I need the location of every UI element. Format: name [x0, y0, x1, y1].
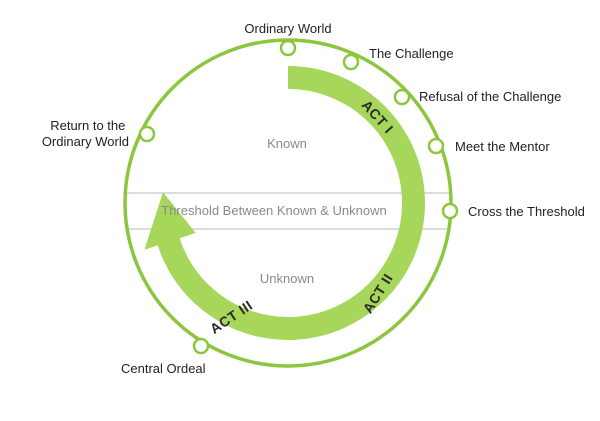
node-ordinary-world — [279, 39, 297, 57]
node-the-challenge — [342, 53, 360, 71]
known-label: Known — [267, 136, 307, 151]
stage-label-refusal-of-the-challenge: Refusal of the Challenge — [419, 89, 561, 104]
stage-label-cross-the-threshold: Cross the Threshold — [468, 204, 585, 219]
unknown-label: Unknown — [260, 271, 314, 286]
stage-label-meet-the-mentor: Meet the Mentor — [455, 139, 550, 154]
node-return-to-the-ordinary-world — [138, 125, 156, 143]
node-central-ordeal — [192, 337, 210, 355]
node-refusal-of-the-challenge — [393, 88, 411, 106]
stage-label-return-line-1: Return to the — [50, 118, 125, 133]
stage-label-the-challenge: The Challenge — [369, 46, 454, 61]
stage-label-ordinary-world: Ordinary World — [244, 21, 331, 36]
stage-label-return-to-the-ordinary-world: Return to the Ordinary World — [42, 118, 129, 149]
node-meet-the-mentor — [427, 137, 445, 155]
threshold-label: Threshold Between Known & Unknown — [161, 203, 386, 218]
node-cross-the-threshold — [441, 202, 459, 220]
stage-label-return-line-2: Ordinary World — [42, 134, 129, 149]
stage-label-central-ordeal: Central Ordeal — [121, 361, 206, 376]
